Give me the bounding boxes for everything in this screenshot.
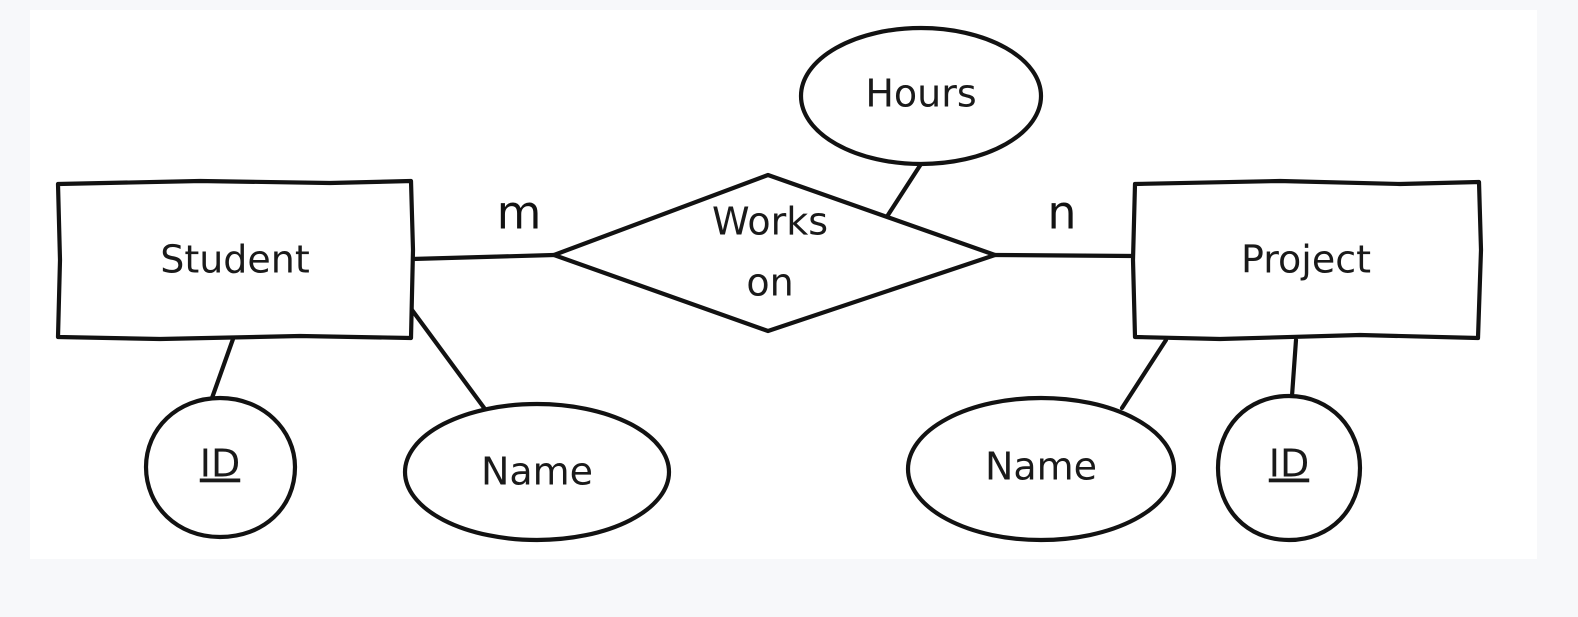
attribute-hours-label: Hours <box>865 72 976 116</box>
entity-project[interactable]: Project <box>1130 178 1484 342</box>
connector-project-to-name <box>1119 337 1169 411</box>
relationship-works-on-label-line2: on <box>746 261 793 305</box>
entity-project-rectangle <box>1130 178 1484 342</box>
entity-project-label: Project <box>1241 238 1371 282</box>
connector-student-to-name <box>409 307 496 423</box>
connector-hours-to-worksOn <box>885 161 924 218</box>
connector-worksOn-to-project <box>992 252 1137 259</box>
relationship-works-on-diamond <box>551 172 998 334</box>
relationship-works-on[interactable]: Works on <box>551 172 998 334</box>
attribute-hours[interactable]: Hours <box>798 25 1044 167</box>
relationship-works-on-label-line1: Works <box>712 200 828 244</box>
connector-project-to-id <box>1289 337 1299 399</box>
attribute-student-id-ellipse <box>143 395 298 540</box>
attribute-project-name[interactable]: Name <box>905 395 1177 543</box>
attribute-project-id-ellipse <box>1215 393 1363 543</box>
connector-student-to-id <box>209 336 236 401</box>
entity-student[interactable]: Student <box>55 178 416 342</box>
connector-student-to-worksOn <box>409 252 557 262</box>
attribute-project-id-label: ID <box>1269 442 1309 486</box>
attribute-student-name[interactable]: Name <box>402 401 672 543</box>
entity-student-rectangle <box>55 178 416 342</box>
attribute-project-name-ellipse <box>905 395 1177 543</box>
attribute-project-id[interactable]: ID <box>1215 393 1363 543</box>
cardinality-label-left: m <box>497 186 542 240</box>
entity-student-label: Student <box>160 238 310 282</box>
attribute-project-name-label: Name <box>985 445 1097 489</box>
attribute-student-id[interactable]: ID <box>143 395 298 540</box>
attribute-student-name-label: Name <box>481 450 593 494</box>
attribute-hours-ellipse <box>798 25 1044 167</box>
attribute-student-id-label: ID <box>200 442 240 486</box>
attribute-student-name-ellipse <box>402 401 672 543</box>
cardinality-label-right: n <box>1047 186 1076 240</box>
